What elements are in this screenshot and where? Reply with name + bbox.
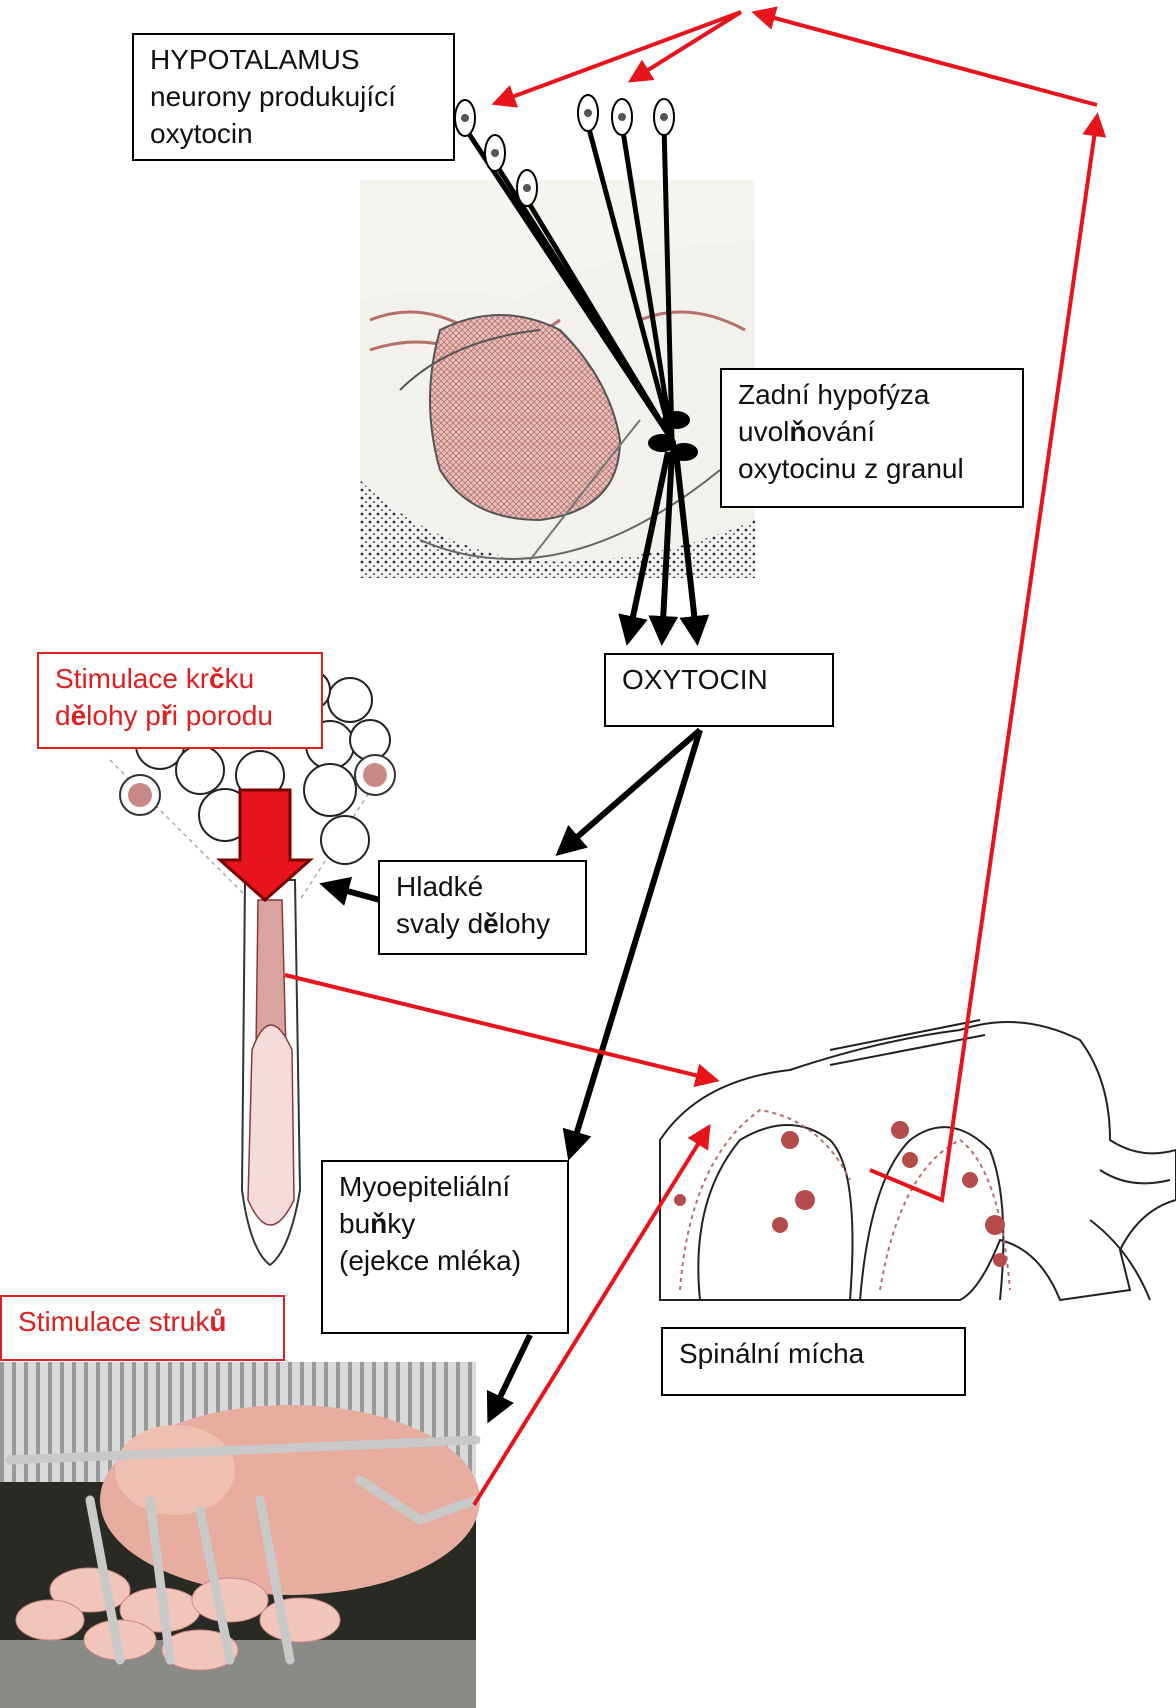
spinal-cord-illustration — [660, 1020, 1176, 1300]
spinal-cord-label: Spinální mícha — [661, 1327, 966, 1396]
cervix-stimulation-line-1: Stimulace krčku — [55, 660, 305, 697]
hypothalamus-label: HYPOTALAMUS neurony produkující oxytocin — [132, 33, 455, 161]
text-segment: Stimulace kr — [55, 663, 209, 694]
oxytocin-text: OXYTOCIN — [622, 661, 816, 698]
posterior-pituitary-line-3: oxytocinu z granul — [738, 450, 1006, 487]
text-segment: ování — [806, 416, 875, 447]
text-segment: svaly d — [396, 908, 483, 939]
text-segment: ky — [387, 1208, 415, 1239]
text-segment: i porodu — [172, 700, 273, 731]
teat-stimulation-label: Stimulace struků — [0, 1295, 285, 1361]
text-segment: d — [55, 700, 71, 731]
text-segment: bu — [339, 1208, 370, 1239]
cervix-stimulation-line-2: dělohy při porodu — [55, 697, 305, 734]
smooth-muscle-line-1: Hladké — [396, 868, 569, 905]
hypothalamus-title: HYPOTALAMUS — [150, 41, 437, 78]
text-segment: lohy p — [86, 700, 161, 731]
text-segment: Stimulace struk — [18, 1306, 209, 1337]
myoepithelial-line-1: Myoepiteliální — [339, 1168, 551, 1205]
pituitary-illustration — [360, 180, 755, 578]
spinal-cord-text: Spinální mícha — [679, 1335, 948, 1372]
text-segment: ku — [225, 663, 255, 694]
posterior-pituitary-line-1: Zadní hypofýza — [738, 376, 1006, 413]
oxytocin-label: OXYTOCIN — [604, 653, 834, 727]
hypothalamus-line-2: neurony produkující — [150, 78, 437, 115]
text-segment: Myoepiteliální — [339, 1171, 510, 1202]
myoepithelial-line-3: (ejekce mléka) — [339, 1242, 551, 1279]
posterior-pituitary-line-2: uvolňování — [738, 413, 1006, 450]
text-segment: (ejekce mléka) — [339, 1245, 521, 1276]
text-segment: uvol — [738, 416, 789, 447]
text-segment: ě — [483, 908, 499, 939]
text-segment: Zadní hypofýza — [738, 379, 929, 410]
text-segment: ň — [789, 416, 806, 447]
text-segment: Hladké — [396, 871, 483, 902]
smooth-muscle-line-2: svaly dělohy — [396, 905, 569, 942]
hypothalamus-line-3: oxytocin — [150, 115, 437, 152]
text-segment: ň — [370, 1208, 387, 1239]
myoepithelial-line-2: buňky — [339, 1205, 551, 1242]
text-segment: ě — [71, 700, 87, 731]
teat-stimulation-line-1: Stimulace struků — [18, 1303, 267, 1340]
text-segment: ř — [161, 700, 172, 731]
sow-nursing-photo — [0, 1362, 480, 1708]
text-segment: ů — [209, 1306, 226, 1337]
text-segment: oxytocinu z granul — [738, 453, 964, 484]
text-segment: č — [209, 663, 225, 694]
text-segment: lohy — [499, 908, 550, 939]
